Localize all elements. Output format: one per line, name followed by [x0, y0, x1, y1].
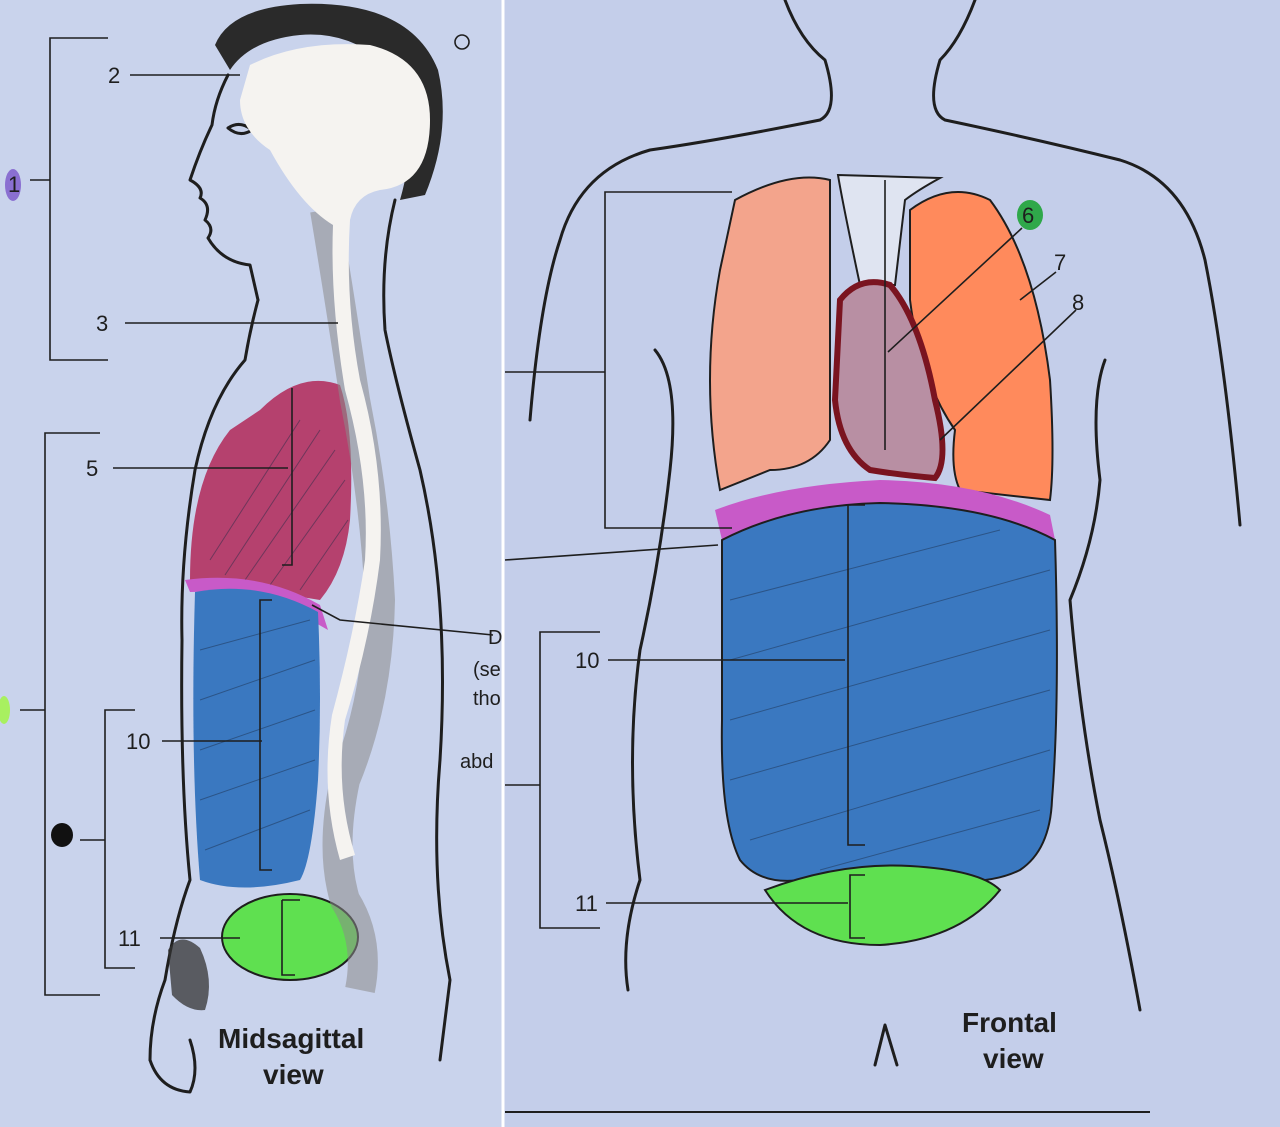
left-shoulder-outline: [528, 0, 833, 422]
label1-highlight: [5, 169, 21, 201]
label-7: 7: [1054, 250, 1066, 275]
label-10-left: 10: [126, 729, 150, 754]
label-5: 5: [86, 456, 98, 481]
caption-frontal-view: view: [983, 1043, 1044, 1074]
label-11-right: 11: [575, 891, 598, 916]
label-11-left: 11: [118, 926, 141, 951]
label-6: 6: [1022, 203, 1034, 228]
small-circle: [454, 34, 470, 50]
partial-tho: tho: [473, 688, 501, 710]
ink-dot: [51, 823, 73, 847]
partial-d: D: [488, 627, 502, 649]
dorsal-cavity-bracket: [30, 37, 108, 361]
label-8: 8: [1072, 290, 1084, 315]
front-outline: [148, 298, 260, 1062]
back-outline: [382, 198, 452, 1062]
leader-diaphragm-left: [311, 604, 494, 636]
label6-highlight: [1017, 200, 1043, 230]
label-2: 2: [108, 63, 120, 88]
caption-frontal: Frontal: [962, 1007, 1057, 1038]
thoracic-cavity-midsagittal: [190, 380, 352, 600]
brain-and-spinal-cord: [240, 44, 430, 860]
thoracic-bracket-frontal: [505, 191, 732, 529]
heart-pericardium: [831, 279, 946, 482]
right-flank-outline: [1068, 358, 1142, 1012]
left-lung: [709, 176, 831, 492]
abdominal-cavity-midsagittal: [193, 588, 320, 888]
leg-outline: [148, 1038, 197, 1094]
leader-7: [1019, 271, 1057, 301]
face-profile: [188, 73, 260, 302]
label-3: 3: [96, 311, 108, 336]
pubic-hair: [168, 939, 209, 1011]
pelvic-bracket-right: [849, 874, 865, 939]
leader-6: [887, 227, 1023, 353]
abdominopelvic-bracket-right: [505, 631, 600, 929]
pelvic-cavity-frontal: [763, 864, 1002, 947]
left-flank-outline: [624, 348, 675, 992]
abdominal-cavity-frontal: [720, 501, 1058, 883]
leader-diaphragm-right: [504, 544, 719, 561]
abdominal-hatching-right: [729, 529, 1051, 871]
label-10-right: 10: [575, 648, 599, 673]
abdominal-hatching-left: [199, 619, 316, 851]
label4-highlight: [0, 696, 10, 724]
diaphragm-frontal: [715, 480, 1055, 540]
leader-8: [939, 309, 1077, 441]
navel-mark: [873, 1023, 899, 1067]
caption-midsagittal-view: view: [263, 1059, 324, 1090]
pelvic-bracket-left: [281, 899, 300, 976]
thoracic-bracket: [282, 388, 293, 566]
right-shoulder-outline: [932, 0, 1242, 527]
abdominal-bracket-left: [259, 599, 272, 871]
partial-abd: abd: [460, 751, 493, 773]
ventral-cavity-bracket: [20, 432, 100, 996]
thoracic-hatching: [209, 419, 349, 591]
caption-midsagittal: Midsagittal: [218, 1023, 364, 1054]
abdominopelvic-bracket-left: [80, 709, 135, 969]
partial-se: (se: [473, 659, 501, 681]
right-lung: [909, 191, 1054, 502]
label-1: 1: [8, 172, 20, 197]
abdominal-bracket-right: [847, 504, 865, 846]
